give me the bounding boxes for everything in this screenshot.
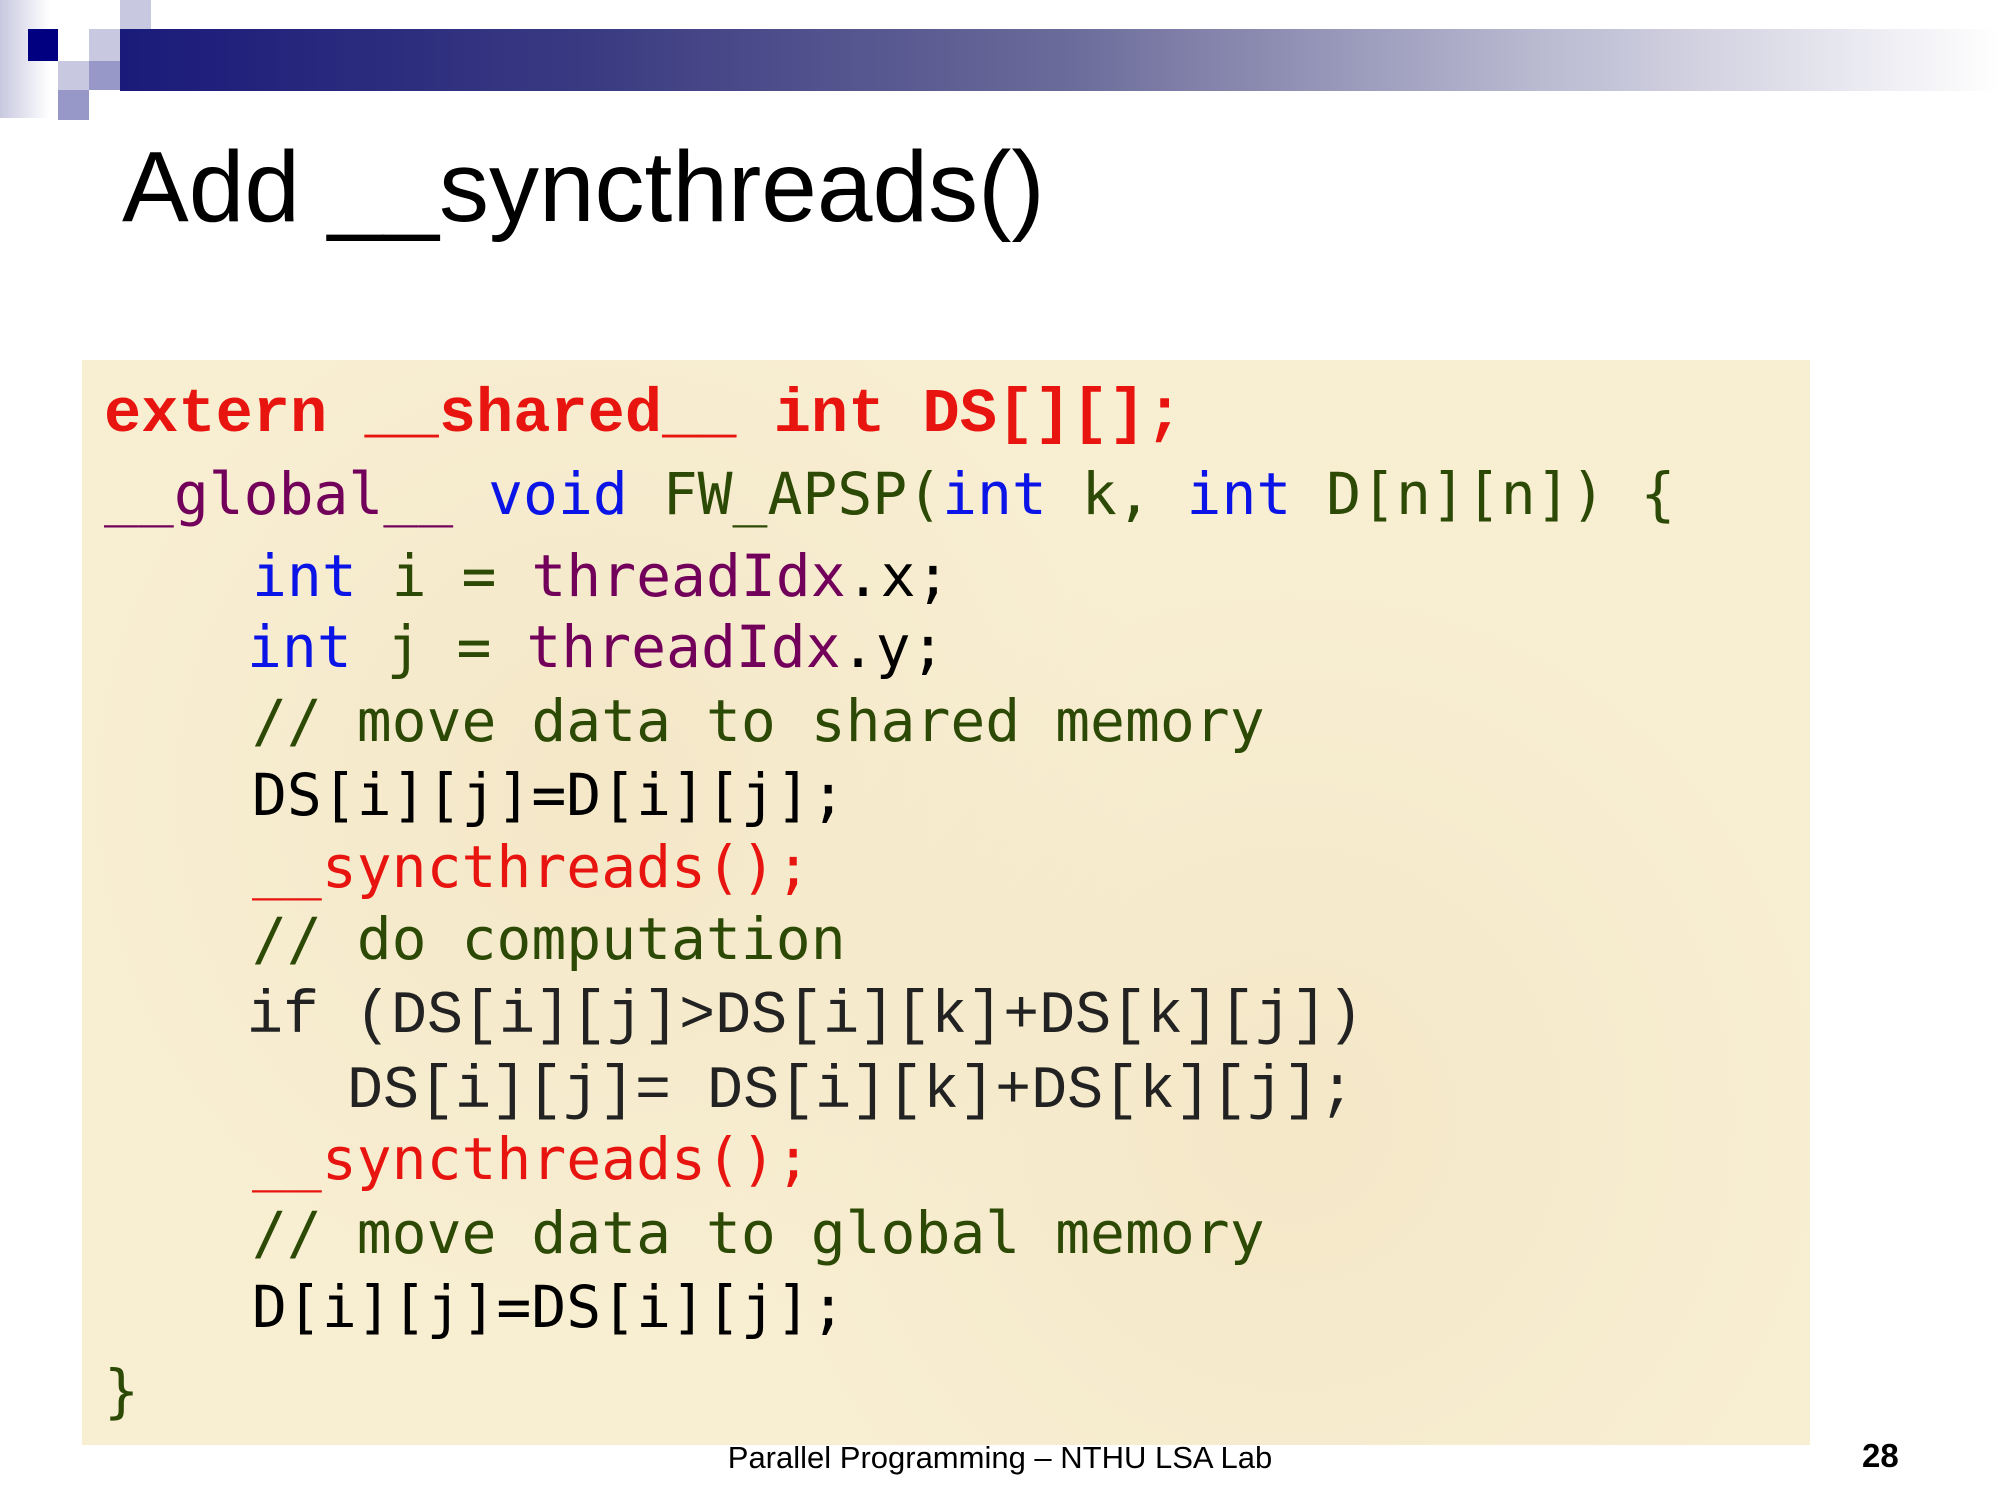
page-number: 28 bbox=[1862, 1437, 1899, 1474]
code-token: D[i][j]=DS[i][j]; bbox=[252, 1273, 846, 1341]
code-token: int bbox=[247, 613, 352, 681]
code-token: .y; bbox=[840, 613, 946, 681]
decor-square bbox=[58, 61, 89, 90]
slide-footer: Parallel Programming – NTHU LSA Lab bbox=[727, 1440, 1273, 1475]
decor-square bbox=[28, 29, 58, 61]
decor-square bbox=[58, 90, 89, 120]
code-line: // move data to shared memory bbox=[252, 686, 1265, 756]
code-line: DS[i][j]= DS[i][k]+DS[k][j]; bbox=[347, 1052, 1355, 1127]
code-token: __syncthreads(); bbox=[252, 833, 811, 901]
code-token: __global__ bbox=[104, 460, 454, 528]
code-line: __syncthreads(); bbox=[252, 832, 811, 902]
code-line: __global__ void FW_APSP(int k, int D[n][… bbox=[104, 459, 1675, 529]
decor-square bbox=[89, 61, 120, 90]
code-token: __syncthreads(); bbox=[252, 1125, 811, 1193]
code-line: // move data to global memory bbox=[252, 1198, 1265, 1268]
code-line: DS[i][j]=D[i][j]; bbox=[252, 760, 846, 830]
code-token: } bbox=[104, 1357, 139, 1425]
code-line: int j = threadIdx.y; bbox=[247, 612, 945, 682]
code-line: extern __shared__ int DS[][]; bbox=[104, 376, 1183, 450]
code-token: j = bbox=[351, 613, 527, 681]
slide-title: Add __syncthreads() bbox=[122, 131, 1045, 243]
decor-square bbox=[89, 29, 120, 61]
code-line: int i = threadIdx.x; bbox=[252, 541, 950, 611]
code-token: int bbox=[1186, 460, 1292, 528]
code-token: // do computation bbox=[252, 905, 846, 973]
code-line: if (DS[i][j]>DS[i][k]+DS[k][j]) bbox=[247, 977, 1363, 1052]
title-bar-gradient bbox=[120, 29, 2000, 91]
code-token: .x; bbox=[845, 542, 951, 610]
code-token: if (DS[i][j]>DS[i][k]+DS[k][j]) bbox=[247, 983, 1364, 1051]
code-token: // move data to shared memory bbox=[252, 687, 1265, 755]
code-token: int bbox=[942, 460, 1047, 528]
code-token: threadIdx bbox=[526, 613, 841, 681]
code-line: D[i][j]=DS[i][j]; bbox=[252, 1272, 846, 1342]
code-token: k, bbox=[1046, 460, 1187, 528]
code-token: // move data to global memory bbox=[252, 1199, 1265, 1267]
code-token: D[n][n]) { bbox=[1291, 460, 1676, 528]
code-token: threadIdx bbox=[531, 542, 846, 610]
code-line: } bbox=[104, 1356, 139, 1426]
code-token: extern __shared__ int DS[][]; bbox=[104, 379, 1183, 450]
code-token: i = bbox=[356, 542, 532, 610]
code-line: __syncthreads(); bbox=[252, 1124, 811, 1194]
code-token: FW_APSP( bbox=[662, 460, 943, 528]
code-token: DS[i][j]= DS[i][k]+DS[k][j]; bbox=[347, 1058, 1356, 1126]
code-block: extern __shared__ int DS[][]; __global__ … bbox=[82, 360, 1810, 1445]
code-line: // do computation bbox=[252, 904, 846, 974]
code-token: int bbox=[252, 542, 357, 610]
code-token: DS[i][j]=D[i][j]; bbox=[252, 761, 846, 829]
code-token: void bbox=[453, 460, 663, 528]
